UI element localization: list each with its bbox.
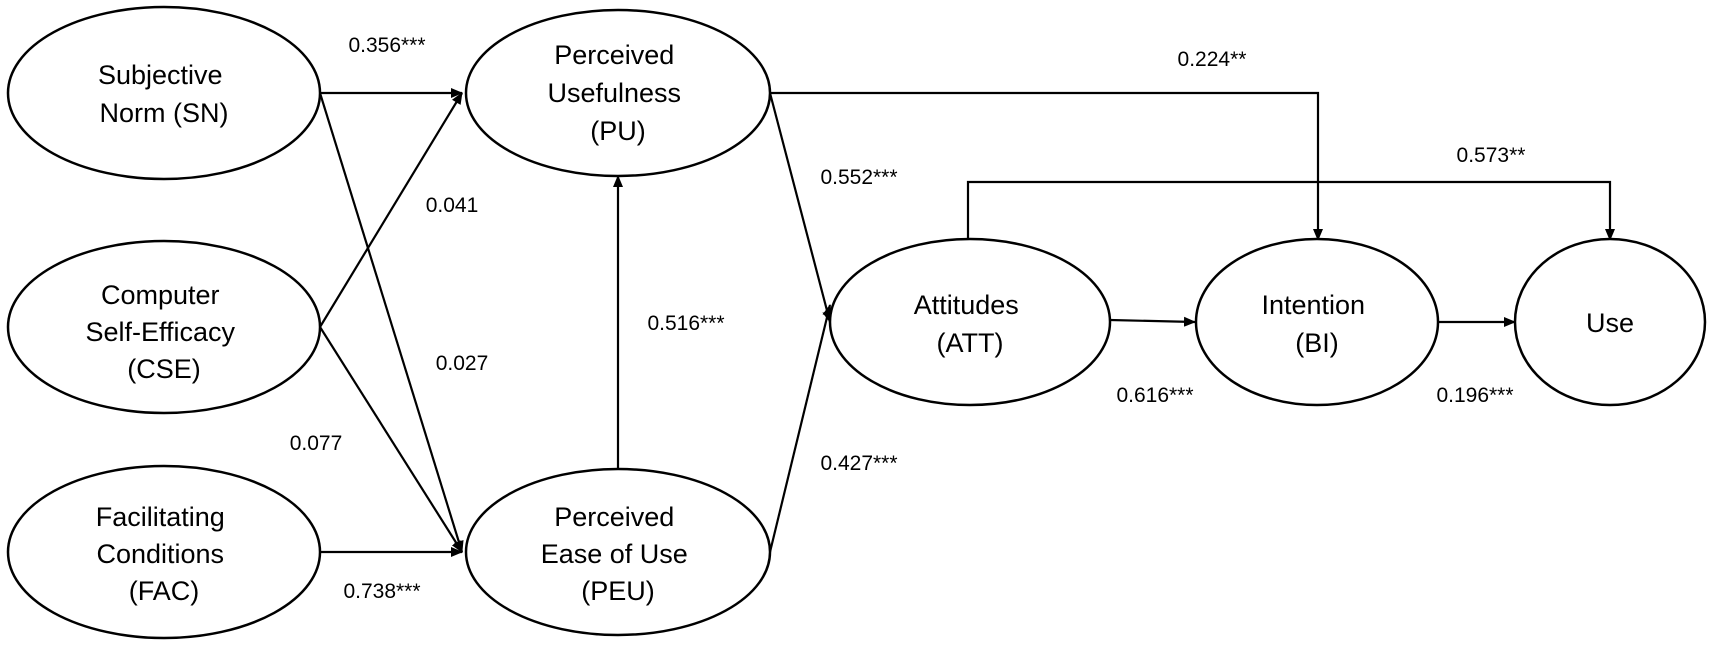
label-cse-peu: 0.077: [290, 432, 343, 455]
node-pu: Perceived Usefulness (PU): [464, 8, 772, 178]
node-use: Use: [1513, 237, 1707, 407]
label-att-bi: 0.616***: [1116, 384, 1193, 407]
svg-text:Subjective Norm (SN): Subjective Norm (SN): [98, 60, 230, 128]
node-att-line-2: (ATT): [937, 328, 1004, 358]
node-bi: Intention (BI): [1194, 237, 1440, 407]
edges: [318, 88, 1615, 557]
label-sn-pu: 0.356***: [348, 34, 425, 57]
node-fac-line-2: Conditions: [96, 539, 224, 569]
edge-att-bi: [1109, 316, 1196, 327]
edge-cse-peu: [319, 326, 463, 553]
svg-text:Intention (BI): Intention (BI): [1261, 290, 1372, 358]
svg-text:Perceived Ease of Use: Perceived Ease of Use (PEU): [541, 502, 696, 606]
label-fac-peu: 0.738***: [343, 580, 420, 603]
node-cse-line-1: Computer: [101, 280, 220, 310]
label-cse-pu: 0.041: [426, 194, 479, 217]
svg-text:Use: Use: [1586, 308, 1634, 338]
label-peu-pu: 0.516***: [647, 312, 724, 335]
node-use-line-1: Use: [1586, 308, 1634, 338]
svg-text:Computer Self-Efficacy: Computer Self-Efficacy (CSE): [85, 280, 242, 384]
node-pu-line-3: (PU): [590, 116, 646, 146]
node-att-line-1: Attitudes: [914, 290, 1019, 320]
edge-labels: 0.356*** 0.041 0.027 0.077 0.738*** 0.51…: [290, 34, 1526, 603]
node-fac-line-3: (FAC): [129, 576, 200, 606]
node-cse: Computer Self-Efficacy (CSE): [6, 239, 322, 415]
node-peu-line-1: Perceived: [554, 502, 674, 532]
edge-att-use: [966, 180, 1615, 241]
node-pu-line-1: Perceived: [554, 40, 674, 70]
node-cse-line-3: (CSE): [127, 354, 201, 384]
label-pu-bi: 0.224**: [1178, 48, 1247, 71]
node-att: Attitudes (ATT): [828, 237, 1112, 407]
svg-text:Attitudes (ATT): Attitudes (ATT): [914, 290, 1027, 358]
svg-text:Facilitating Conditions: Facilitating Conditions (FAC): [96, 502, 233, 606]
node-sn-line-2: Norm (SN): [100, 98, 229, 128]
edge-pu-att: [768, 92, 833, 323]
node-peu-line-3: (PEU): [581, 576, 655, 606]
node-fac-line-1: Facilitating: [96, 502, 225, 532]
label-bi-use: 0.196***: [1436, 384, 1513, 407]
label-att-use: 0.573**: [1457, 144, 1526, 167]
label-peu-att: 0.427***: [820, 452, 897, 475]
node-bi-line-2: (BI): [1295, 328, 1339, 358]
edge-peu-att: [768, 304, 833, 553]
edge-sn-peu: [318, 92, 464, 553]
node-sn: Subjective Norm (SN): [6, 5, 322, 181]
edge-cse-pu: [319, 92, 463, 328]
node-bi-line-1: Intention: [1261, 290, 1365, 320]
node-peu-line-2: Ease of Use: [541, 539, 688, 569]
node-fac: Facilitating Conditions (FAC): [6, 464, 322, 640]
node-cse-line-2: Self-Efficacy: [85, 317, 235, 347]
svg-text:Perceived Usefulness: Perceived Usefulness (PU): [547, 40, 688, 146]
node-peu: Perceived Ease of Use (PEU): [464, 467, 772, 637]
label-sn-peu: 0.027: [436, 352, 489, 375]
edge-pu-bi: [771, 91, 1323, 241]
node-pu-line-2: Usefulness: [547, 78, 681, 108]
node-sn-line-1: Subjective: [98, 60, 223, 90]
label-pu-att: 0.552***: [820, 166, 897, 189]
